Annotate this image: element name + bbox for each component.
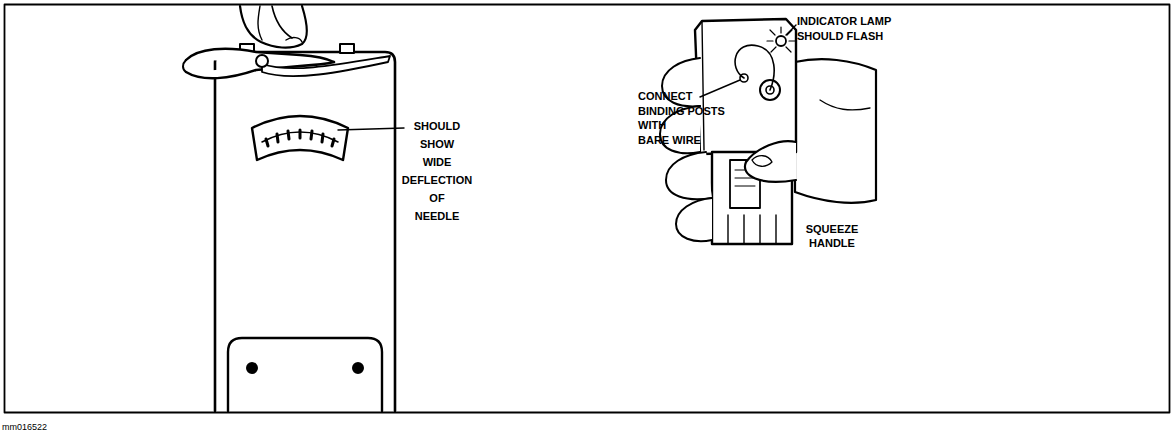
label-line: mm016522 (2, 422, 82, 433)
lower-panel (228, 338, 382, 411)
label-line: SQUEEZE (800, 222, 864, 236)
label-line: NEEDLE (387, 207, 487, 225)
pliers-handle (262, 56, 390, 76)
plate-line (735, 186, 755, 187)
label-line: WIDE (387, 153, 487, 171)
leader-line (700, 80, 740, 97)
indicator-lamp (776, 36, 786, 46)
machine-body (695, 19, 796, 154)
hand-crease (820, 100, 870, 110)
leader-line (786, 25, 796, 35)
dial-window (252, 116, 348, 160)
label-line: BARE WIRE (638, 133, 748, 148)
lamp-ray (770, 30, 775, 35)
scale-tick (332, 139, 334, 146)
lamp-ray (786, 47, 791, 52)
pliers-jaw (183, 60, 186, 72)
scale-ticks (266, 130, 334, 146)
label-line: HANDLE (800, 236, 864, 250)
figure-number: mm016522 (2, 422, 82, 433)
finger-line (272, 6, 292, 38)
finger (676, 198, 712, 241)
callout-label: CONNECT BINDING POSTS WITH BARE WIRE (638, 89, 748, 147)
label-line: BINDING POSTS (638, 104, 748, 119)
hand (240, 6, 307, 48)
machine-edge (702, 21, 704, 150)
callout-label: SHOULD SHOW WIDE DEFLECTION OF NEEDLE (387, 117, 487, 225)
callout-label: SQUEEZE HANDLE (800, 222, 864, 250)
label-line: DEFLECTION (387, 171, 487, 189)
label-line: OF (387, 189, 487, 207)
lamp-ray (780, 27, 781, 33)
panel-screw (247, 363, 257, 373)
finger-line (258, 6, 262, 40)
label-line: SHOW (387, 135, 487, 153)
handle-groove (727, 215, 728, 244)
figure-frame (5, 5, 1170, 413)
pliers-pivot (256, 55, 268, 67)
handle-grooves (728, 215, 776, 244)
lamp-ray (771, 47, 776, 52)
leader-line (338, 128, 404, 130)
panel-screw (353, 363, 363, 373)
lamp-ray (789, 40, 795, 41)
handle-groove (743, 215, 744, 244)
label-line: WITH (638, 118, 748, 133)
scale-tick (322, 134, 323, 142)
scale-tick (288, 131, 289, 139)
label-line: SHOULD (387, 117, 487, 135)
thumbnail (752, 156, 772, 167)
callout-label: INDICATOR LAMP SHOULD FLASH (797, 14, 917, 44)
scale-tick (266, 139, 268, 146)
thumb (745, 141, 796, 182)
fingernail (286, 38, 302, 42)
scale-tick (277, 134, 278, 142)
lamp-ray (767, 40, 773, 41)
bare-wire (735, 45, 774, 90)
terminal-tab (340, 44, 354, 53)
finger (666, 152, 712, 199)
handle-groove (759, 215, 760, 244)
label-line: INDICATOR LAMP (797, 14, 917, 29)
label-line: SHOULD FLASH (797, 29, 917, 44)
hand-back (795, 59, 876, 203)
handle-groove (775, 215, 776, 244)
scale-tick (299, 130, 302, 138)
scale-tick (311, 131, 312, 139)
meter-body (215, 52, 395, 411)
label-line: CONNECT (638, 89, 748, 104)
